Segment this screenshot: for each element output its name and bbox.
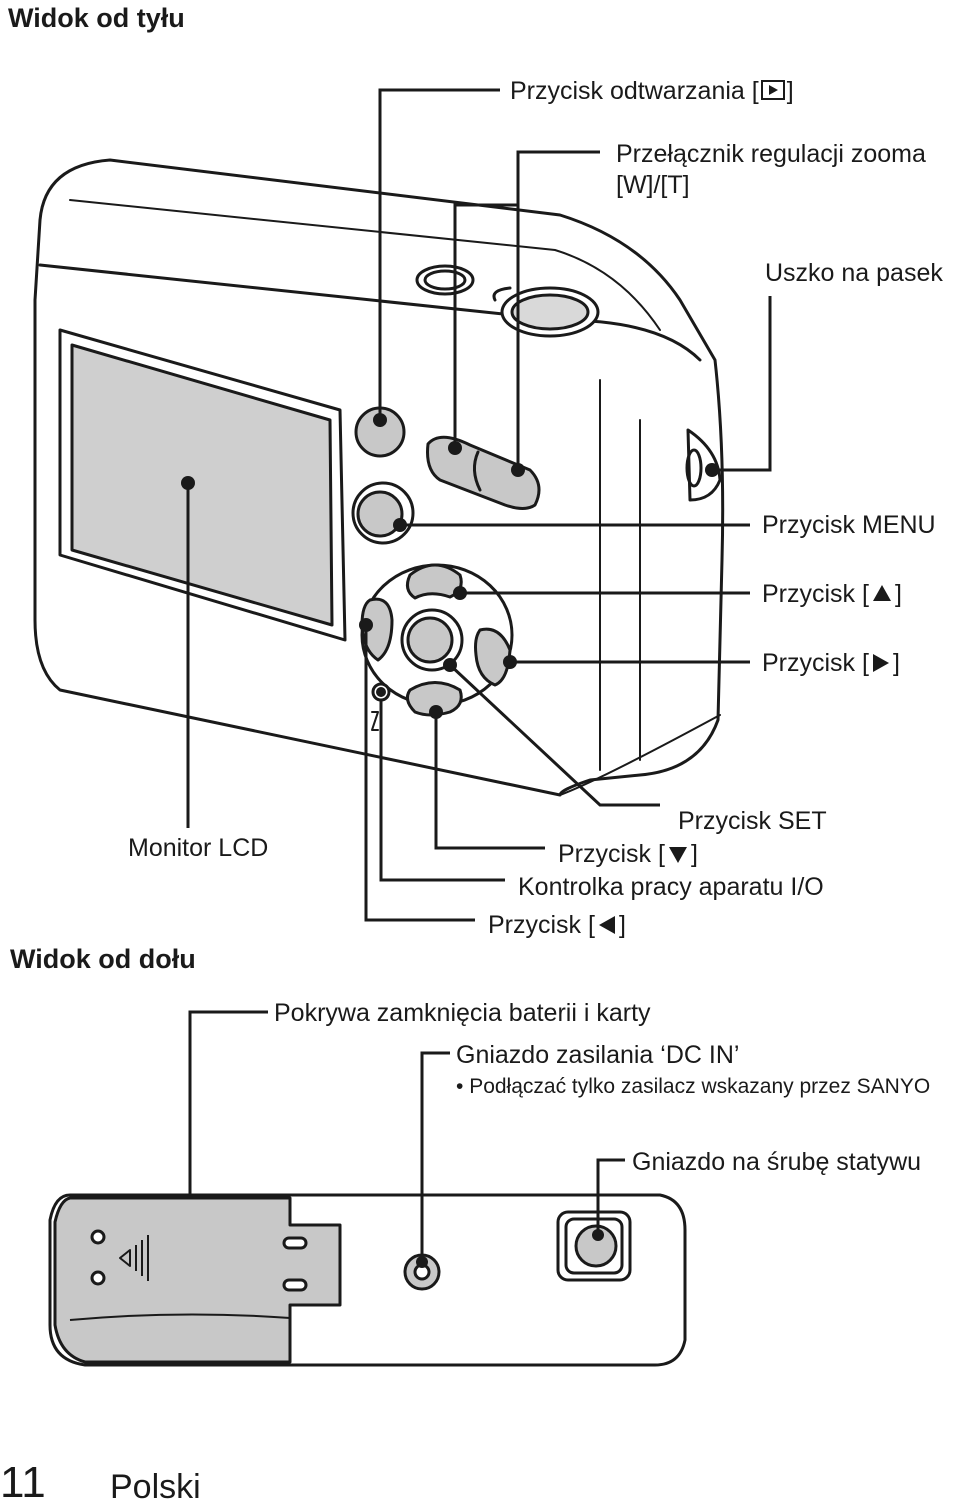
- label-right-button: Przycisk []: [762, 648, 900, 678]
- label-left-button: Przycisk []: [488, 910, 626, 940]
- label-down-text: Przycisk [: [558, 840, 665, 868]
- label-dc-in: Gniazdo zasilania ‘DC IN’: [456, 1041, 740, 1069]
- bottom-view-title: Widok od dołu: [10, 944, 196, 974]
- label-right-text: Przycisk [: [762, 649, 869, 677]
- page-number: 11: [0, 1458, 46, 1507]
- label-up-bracket: ]: [894, 580, 902, 608]
- label-dc-in-note: • Podłączać tylko zasilacz wskazany prze…: [456, 1074, 930, 1100]
- label-set-button: Przycisk SET: [678, 807, 827, 835]
- label-lcd-monitor: Monitor LCD: [128, 834, 269, 862]
- arrow-up-icon: [872, 585, 891, 602]
- label-right-bracket: ]: [892, 649, 900, 677]
- label-strap-holder: Uszko na pasek: [765, 259, 943, 287]
- lcd-screen: [70, 343, 334, 627]
- label-playback-text: Przycisk odtwarzania [: [510, 77, 759, 105]
- label-left-bracket: ]: [618, 911, 626, 939]
- back-view-title: Widok od tyłu: [8, 3, 185, 33]
- label-up-button: Przycisk []: [762, 579, 902, 609]
- label-down-bracket: ]: [690, 840, 698, 868]
- label-battery-cover: Pokrywa zamknięcia baterii i karty: [274, 999, 651, 1027]
- battery-cover: [53, 1196, 342, 1364]
- label-playback-button: Przycisk odtwarzania []: [510, 76, 794, 106]
- label-zoom-switch-line1: Przełącznik regulacji zooma: [616, 140, 926, 168]
- label-left-text: Przycisk [: [488, 911, 595, 939]
- playback-icon: [760, 80, 785, 101]
- label-menu-button: Przycisk MENU: [762, 511, 936, 539]
- arrow-left-icon: [598, 916, 615, 935]
- language-label: Polski: [110, 1468, 201, 1506]
- label-zoom-switch-line2: [W]/[T]: [616, 171, 690, 199]
- label-down-button: Przycisk []: [558, 839, 698, 869]
- label-up-text: Przycisk [: [762, 580, 869, 608]
- label-tripod: Gniazdo na śrubę statywu: [632, 1148, 922, 1176]
- label-dc-in-note-text: Podłączać tylko zasilacz wskazany przez …: [469, 1075, 931, 1098]
- label-playback-bracket: ]: [786, 77, 794, 105]
- bullet-icon: •: [456, 1075, 470, 1098]
- label-indicator: Kontrolka pracy aparatu I/O: [518, 873, 824, 901]
- arrow-right-icon: [872, 654, 889, 673]
- arrow-down-icon: [668, 847, 687, 864]
